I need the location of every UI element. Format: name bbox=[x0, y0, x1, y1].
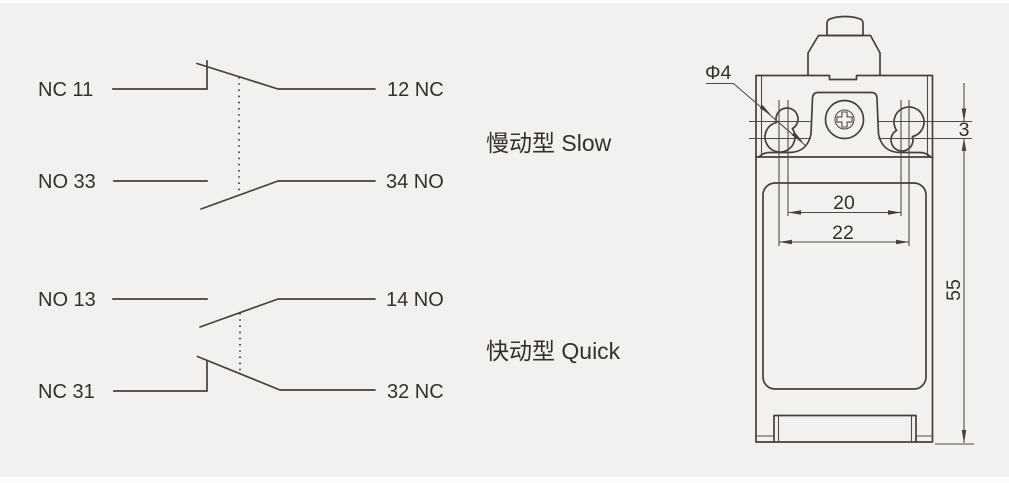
slow-action-circuit: NC 11 12 NC NO 33 34 NO 慢动型 Slow bbox=[38, 60, 612, 210]
cover-plate bbox=[762, 182, 927, 390]
phi4-arrowhead-near bbox=[759, 104, 771, 115]
terminal-label-no13: NO 13 bbox=[38, 289, 96, 311]
quick-type-label: 快动型 Quick bbox=[486, 338, 621, 364]
nc-contact-arm bbox=[196, 62, 376, 90]
phi4-leader-line bbox=[706, 82, 807, 147]
phi4-arrowhead-far bbox=[791, 131, 803, 142]
hole-center-lines bbox=[749, 100, 972, 246]
foot-right bbox=[914, 435, 933, 442]
nc-contact-arm bbox=[196, 355, 376, 391]
dim-label-20: 20 bbox=[833, 192, 855, 214]
center-screw bbox=[824, 99, 865, 140]
center-boss-contour bbox=[758, 91, 932, 158]
plunger-bellows bbox=[807, 34, 881, 76]
terminal-label-32nc: 32 NC bbox=[387, 381, 444, 403]
dimension-hole-spacing-outer: 22 bbox=[779, 222, 909, 245]
housing-outline bbox=[755, 74, 934, 443]
dimension-hole-diameter: Φ4 bbox=[705, 62, 807, 147]
screw-head-inner bbox=[834, 109, 855, 130]
slow-type-label: 慢动型 Slow bbox=[486, 130, 612, 156]
plunger bbox=[807, 15, 881, 76]
switch-front-view: Φ4 3 20 22 55 bbox=[705, 15, 974, 445]
dimension-hole-spacing-inner: 20 bbox=[788, 192, 901, 215]
nc31-lead-line bbox=[113, 360, 208, 392]
terminal-label-12nc: 12 NC bbox=[387, 79, 444, 101]
plunger-cap bbox=[826, 15, 864, 37]
dim-label-phi4: Φ4 bbox=[705, 62, 732, 84]
mounting-hole-right bbox=[890, 106, 925, 152]
terminal-label-14no: 14 NO bbox=[386, 289, 444, 311]
bottom-edge-strip bbox=[0, 477, 1009, 483]
top-edge-strip bbox=[0, 0, 1009, 3]
terminal-label-nc31: NC 31 bbox=[38, 381, 95, 403]
dim-label-3: 3 bbox=[959, 119, 970, 141]
dim-label-22: 22 bbox=[832, 222, 854, 244]
terminal-label-no33: NO 33 bbox=[38, 171, 96, 193]
dim-label-55: 55 bbox=[943, 279, 965, 301]
phillips-cross-icon bbox=[836, 111, 853, 128]
no-contact-arm bbox=[199, 298, 376, 328]
dimension-overall-height: 55 bbox=[935, 138, 974, 445]
terminal-label-nc11: NC 11 bbox=[38, 79, 93, 101]
terminal-label-34no: 34 NO bbox=[386, 171, 444, 193]
screw-head-outer bbox=[824, 99, 865, 140]
nc11-lead-line bbox=[112, 60, 208, 90]
no-contact-arm bbox=[200, 180, 376, 210]
quick-action-circuit: NO 13 14 NO NC 31 32 NC 快动型 Quick bbox=[38, 289, 621, 403]
foot-left bbox=[756, 435, 775, 442]
bottom-cable-block bbox=[756, 414, 933, 443]
